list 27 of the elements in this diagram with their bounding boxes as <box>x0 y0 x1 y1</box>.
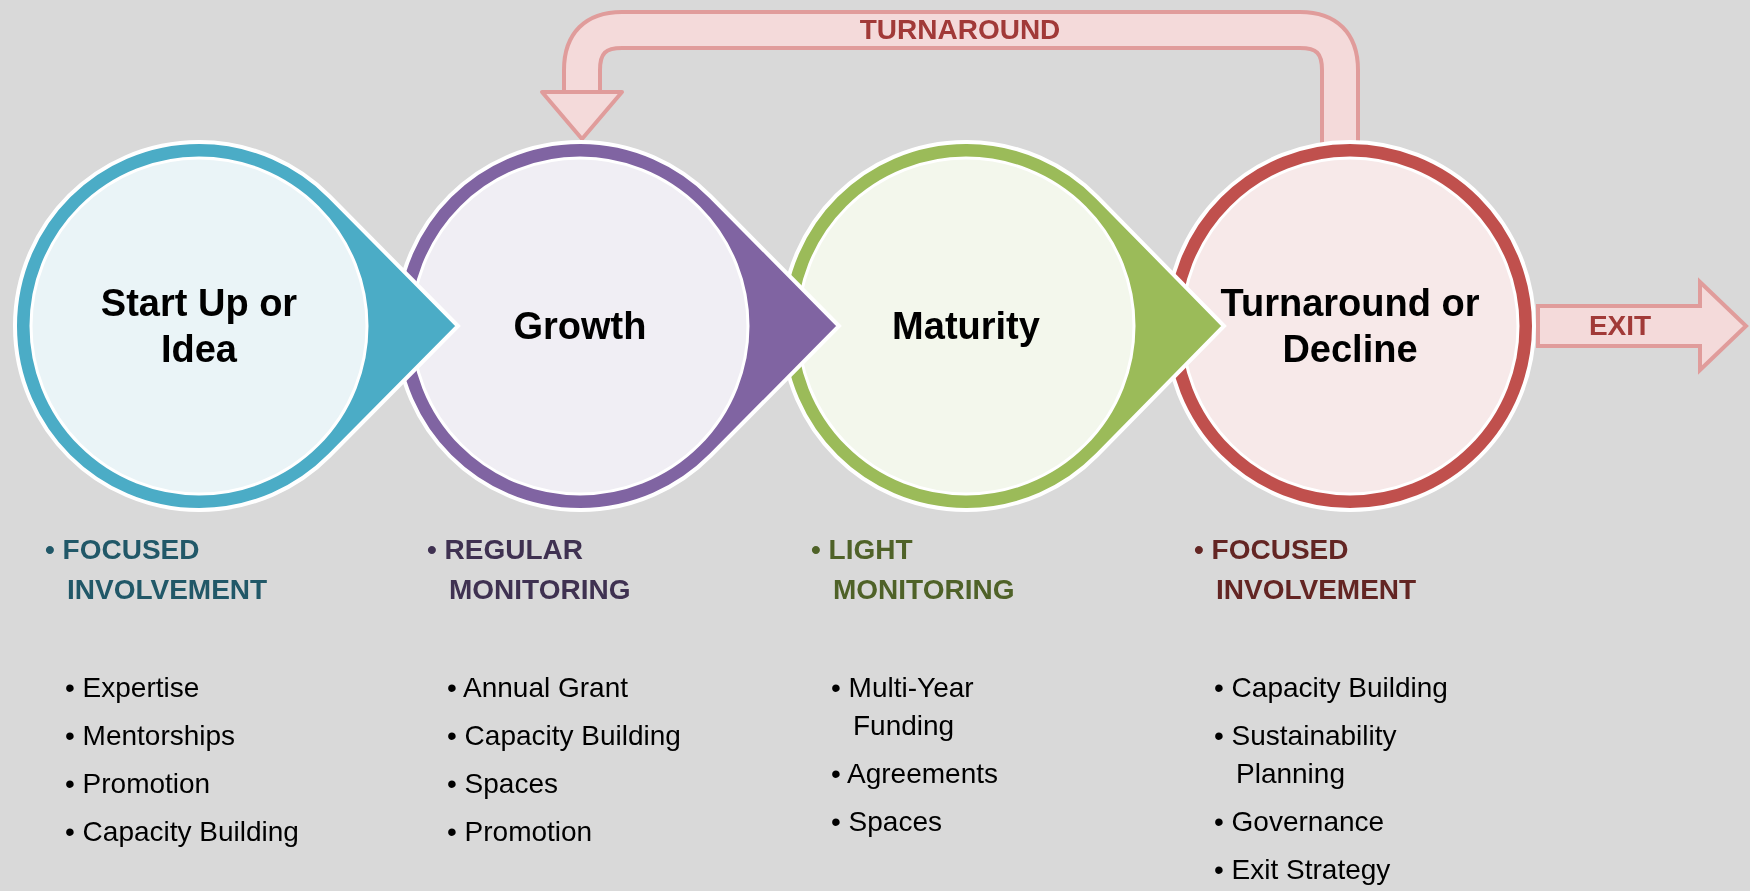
bullet-item: • Expertise <box>65 671 201 705</box>
bullet-item: • Sustainability Planning <box>1214 719 1398 791</box>
stage-title: Maturity <box>892 304 1040 349</box>
support-heading: • FOCUSED INVOLVEMENT <box>1194 533 1418 607</box>
bullet-item: • Exit Strategy <box>1214 853 1392 887</box>
bullet-item: • Capacity Building <box>65 815 300 849</box>
bullet-item: • Spaces <box>831 805 943 839</box>
arrow <box>1536 277 1749 375</box>
support-heading: • REGULAR MONITORING <box>427 533 632 607</box>
edge-label: EXIT <box>1588 309 1652 343</box>
stage-title: Turnaround or Decline <box>1220 281 1480 372</box>
bullet-item: • Promotion <box>65 767 212 801</box>
stage-title: Growth <box>513 304 647 349</box>
bullet-item: • Capacity Building <box>1214 671 1449 705</box>
bullet-item: • Mentorships <box>65 719 237 753</box>
bullet-item: • Capacity Building <box>447 719 682 753</box>
support-heading: • LIGHT MONITORING <box>811 533 1016 607</box>
bullet-item: • Agreements <box>831 757 999 791</box>
bullet-item: • Spaces <box>447 767 559 801</box>
curved-arrow <box>540 10 1360 144</box>
bullet-item: • Promotion <box>447 815 594 849</box>
bullet-item: • Annual Grant <box>447 671 630 705</box>
bullet-item: • Multi-Year Funding <box>831 671 975 743</box>
edge-label: TURNAROUND <box>859 13 1061 47</box>
stage-title: Start Up or Idea <box>99 281 299 372</box>
bullet-item: • Governance <box>1214 805 1386 839</box>
support-heading: • FOCUSED INVOLVEMENT <box>45 533 269 607</box>
